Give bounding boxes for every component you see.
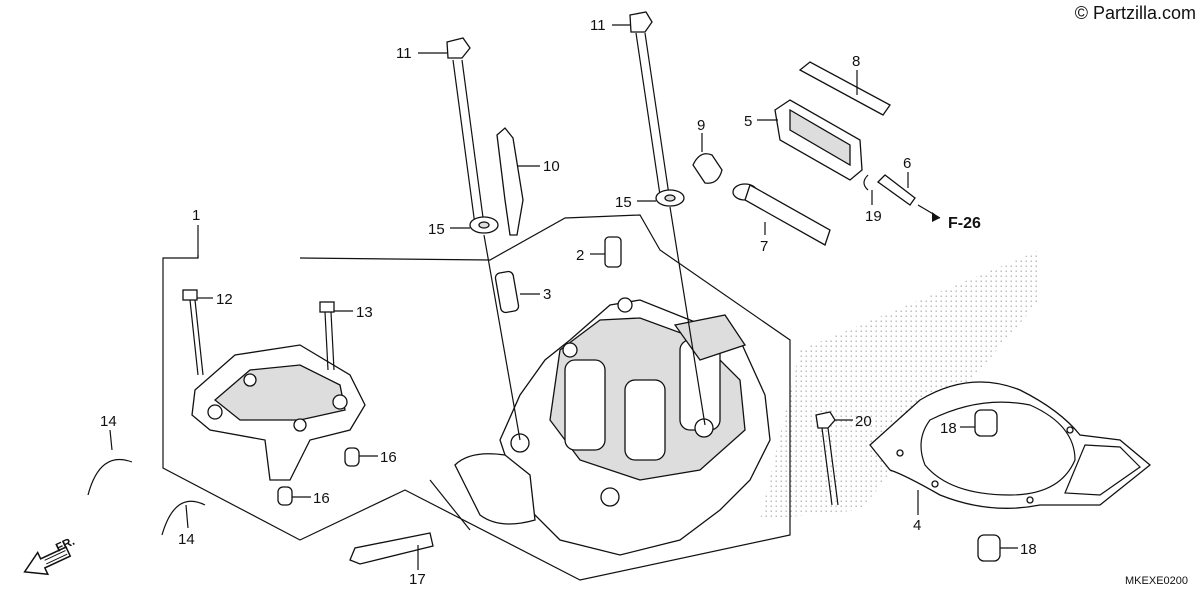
callout-11b: 11	[590, 17, 606, 34]
callout-7: 7	[760, 238, 768, 255]
callout-17: 17	[409, 571, 426, 588]
bolt-12[interactable]	[182, 289, 204, 376]
bolt-11-right[interactable]	[629, 11, 670, 196]
copyright-text: © Partzilla.com	[1075, 3, 1196, 23]
dowel-18a[interactable]	[974, 409, 998, 437]
callout-18b: 18	[1020, 541, 1037, 558]
sensor-6[interactable]	[876, 174, 916, 206]
front-arrow-label: FR.	[53, 534, 76, 555]
washer-15b-hole	[664, 194, 676, 202]
callout-8: 8	[852, 53, 860, 70]
callout-2: 2	[576, 247, 584, 264]
callout-11a: 11	[396, 45, 412, 62]
callout-15a: 15	[428, 221, 445, 238]
callout-10: 10	[543, 158, 560, 175]
rocker-holder[interactable]	[191, 344, 366, 481]
dowel-pin-16a[interactable]	[344, 447, 360, 467]
callout-15b: 15	[615, 194, 632, 211]
shaft-7[interactable]	[732, 183, 831, 246]
clip-14a[interactable]	[87, 458, 133, 496]
washer-15a-hole	[478, 221, 490, 229]
callout-3: 3	[543, 286, 551, 303]
callout-1: 1	[192, 207, 200, 224]
camshaft-5[interactable]	[774, 99, 863, 181]
callout-9: 9	[697, 117, 705, 134]
clip-19[interactable]	[863, 174, 869, 191]
assembly-outline-divider	[429, 479, 471, 531]
callout-14b: 14	[178, 531, 195, 548]
pin-8[interactable]	[798, 61, 891, 116]
leader-14b	[185, 504, 189, 529]
reference-label[interactable]: F-26	[948, 215, 981, 232]
spark-plug-10[interactable]	[496, 127, 524, 236]
callout-20: 20	[855, 413, 872, 430]
assembly-outline-1	[162, 214, 791, 581]
bolt-20[interactable]	[815, 411, 839, 506]
diagram-code: MKEXE0200	[1125, 575, 1188, 587]
dowel-pin-16b[interactable]	[277, 486, 293, 506]
stud-bolt-17[interactable]	[349, 532, 434, 565]
callout-12: 12	[216, 291, 233, 308]
callout-19: 19	[865, 208, 882, 225]
pipe-3[interactable]	[494, 270, 520, 314]
joint-9[interactable]	[692, 153, 723, 184]
dowel-18b[interactable]	[977, 534, 1001, 562]
front-arrow	[23, 546, 72, 576]
leader-14a	[109, 429, 113, 451]
guide-line-left	[483, 234, 521, 441]
bolt-13[interactable]	[319, 301, 335, 371]
gasket-4[interactable]	[869, 381, 1152, 509]
callout-13: 13	[356, 304, 373, 321]
callout-16b: 16	[313, 490, 330, 507]
shading-area	[760, 250, 1040, 520]
bolt-11-left[interactable]	[446, 37, 485, 226]
guide-line-right	[669, 206, 706, 426]
callout-14a: 14	[100, 413, 117, 430]
callout-6: 6	[903, 155, 911, 172]
callout-18a: 18	[940, 420, 957, 437]
clip-14b[interactable]	[161, 500, 206, 536]
callout-16a: 16	[380, 449, 397, 466]
reference-arrowhead	[932, 212, 940, 222]
callout-5: 5	[744, 113, 752, 130]
dowel-2[interactable]	[604, 236, 622, 268]
callout-4: 4	[913, 517, 921, 534]
